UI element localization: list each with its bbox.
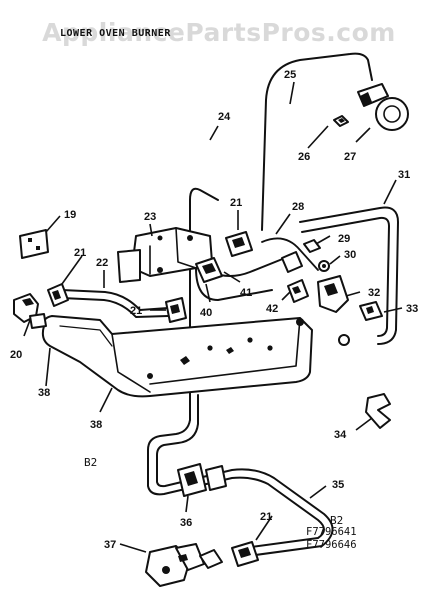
section-label-right: B2 [330,514,344,527]
tube-31 [299,206,399,345]
callout-24: 24 [218,111,231,123]
callout-19: 19 [64,209,76,221]
callout-28: 28 [292,201,304,213]
callout-35: 35 [332,479,344,491]
callout-41: 41 [240,287,252,299]
tube-31-inner [301,216,390,337]
bolt-26 [333,115,349,127]
callout-labels: 19 21 22 23 24 25 26 27 21 28 29 30 31 3… [10,69,418,551]
fitting-32 [317,275,350,346]
bracket-34 [365,393,391,429]
callout-21-center: 21 [130,305,142,317]
callout-38-left: 38 [38,387,50,399]
valve-23 [117,227,213,283]
callout-36: 36 [180,517,192,529]
callout-20: 20 [10,349,22,361]
elbow-20 [13,293,47,329]
fitting-21-center [165,297,187,323]
callout-37: 37 [104,539,116,551]
callout-29: 29 [338,233,350,245]
tube-25 [261,52,373,231]
callout-40: 40 [200,307,212,319]
callout-33: 33 [406,303,418,315]
callout-31: 31 [398,169,410,181]
tube-36 [147,394,325,549]
callout-22: 22 [96,257,108,269]
fitting-21-bottom [231,541,259,567]
tube-22-inner [61,297,169,318]
fitting-21-top [225,231,253,257]
fitting-21-left [47,283,69,307]
callout-23: 23 [144,211,156,223]
part-number-list: F7796641 F7796641 F7796646 [306,512,357,551]
tube-24 [189,187,219,421]
clip-33 [359,301,383,321]
part-number: F7796646 [306,539,357,551]
part-number: F7796641 [306,526,357,538]
tube-40 [195,267,273,301]
bracket-19 [19,229,49,259]
fitting-36 [177,463,227,497]
callout-27: 27 [344,151,356,163]
callout-25: 25 [284,69,296,81]
nut-29 [303,239,321,253]
burner-38 [41,315,313,398]
nut-30 [318,260,330,272]
fitting-40 [195,257,223,283]
fitting-42 [281,251,309,303]
valve-37 [145,543,223,587]
callout-38-bottom: 38 [90,419,102,431]
diagram-title: LOWER OVEN BURNER [60,28,171,39]
callout-34: 34 [334,429,347,441]
callout-30: 30 [344,249,356,261]
leader-arrows [23,81,403,553]
callout-26: 26 [298,151,310,163]
callout-32: 32 [368,287,380,299]
tube-22 [61,289,169,311]
callout-21-top: 21 [230,197,242,209]
callout-21: 21 [74,247,86,259]
callout-42: 42 [266,303,278,315]
callout-21-bottom: 21 [260,511,272,523]
tube-28 [261,237,319,271]
tube-35 [156,394,334,557]
thermostat-27 [357,83,409,131]
section-label-left: B2 [84,456,98,469]
